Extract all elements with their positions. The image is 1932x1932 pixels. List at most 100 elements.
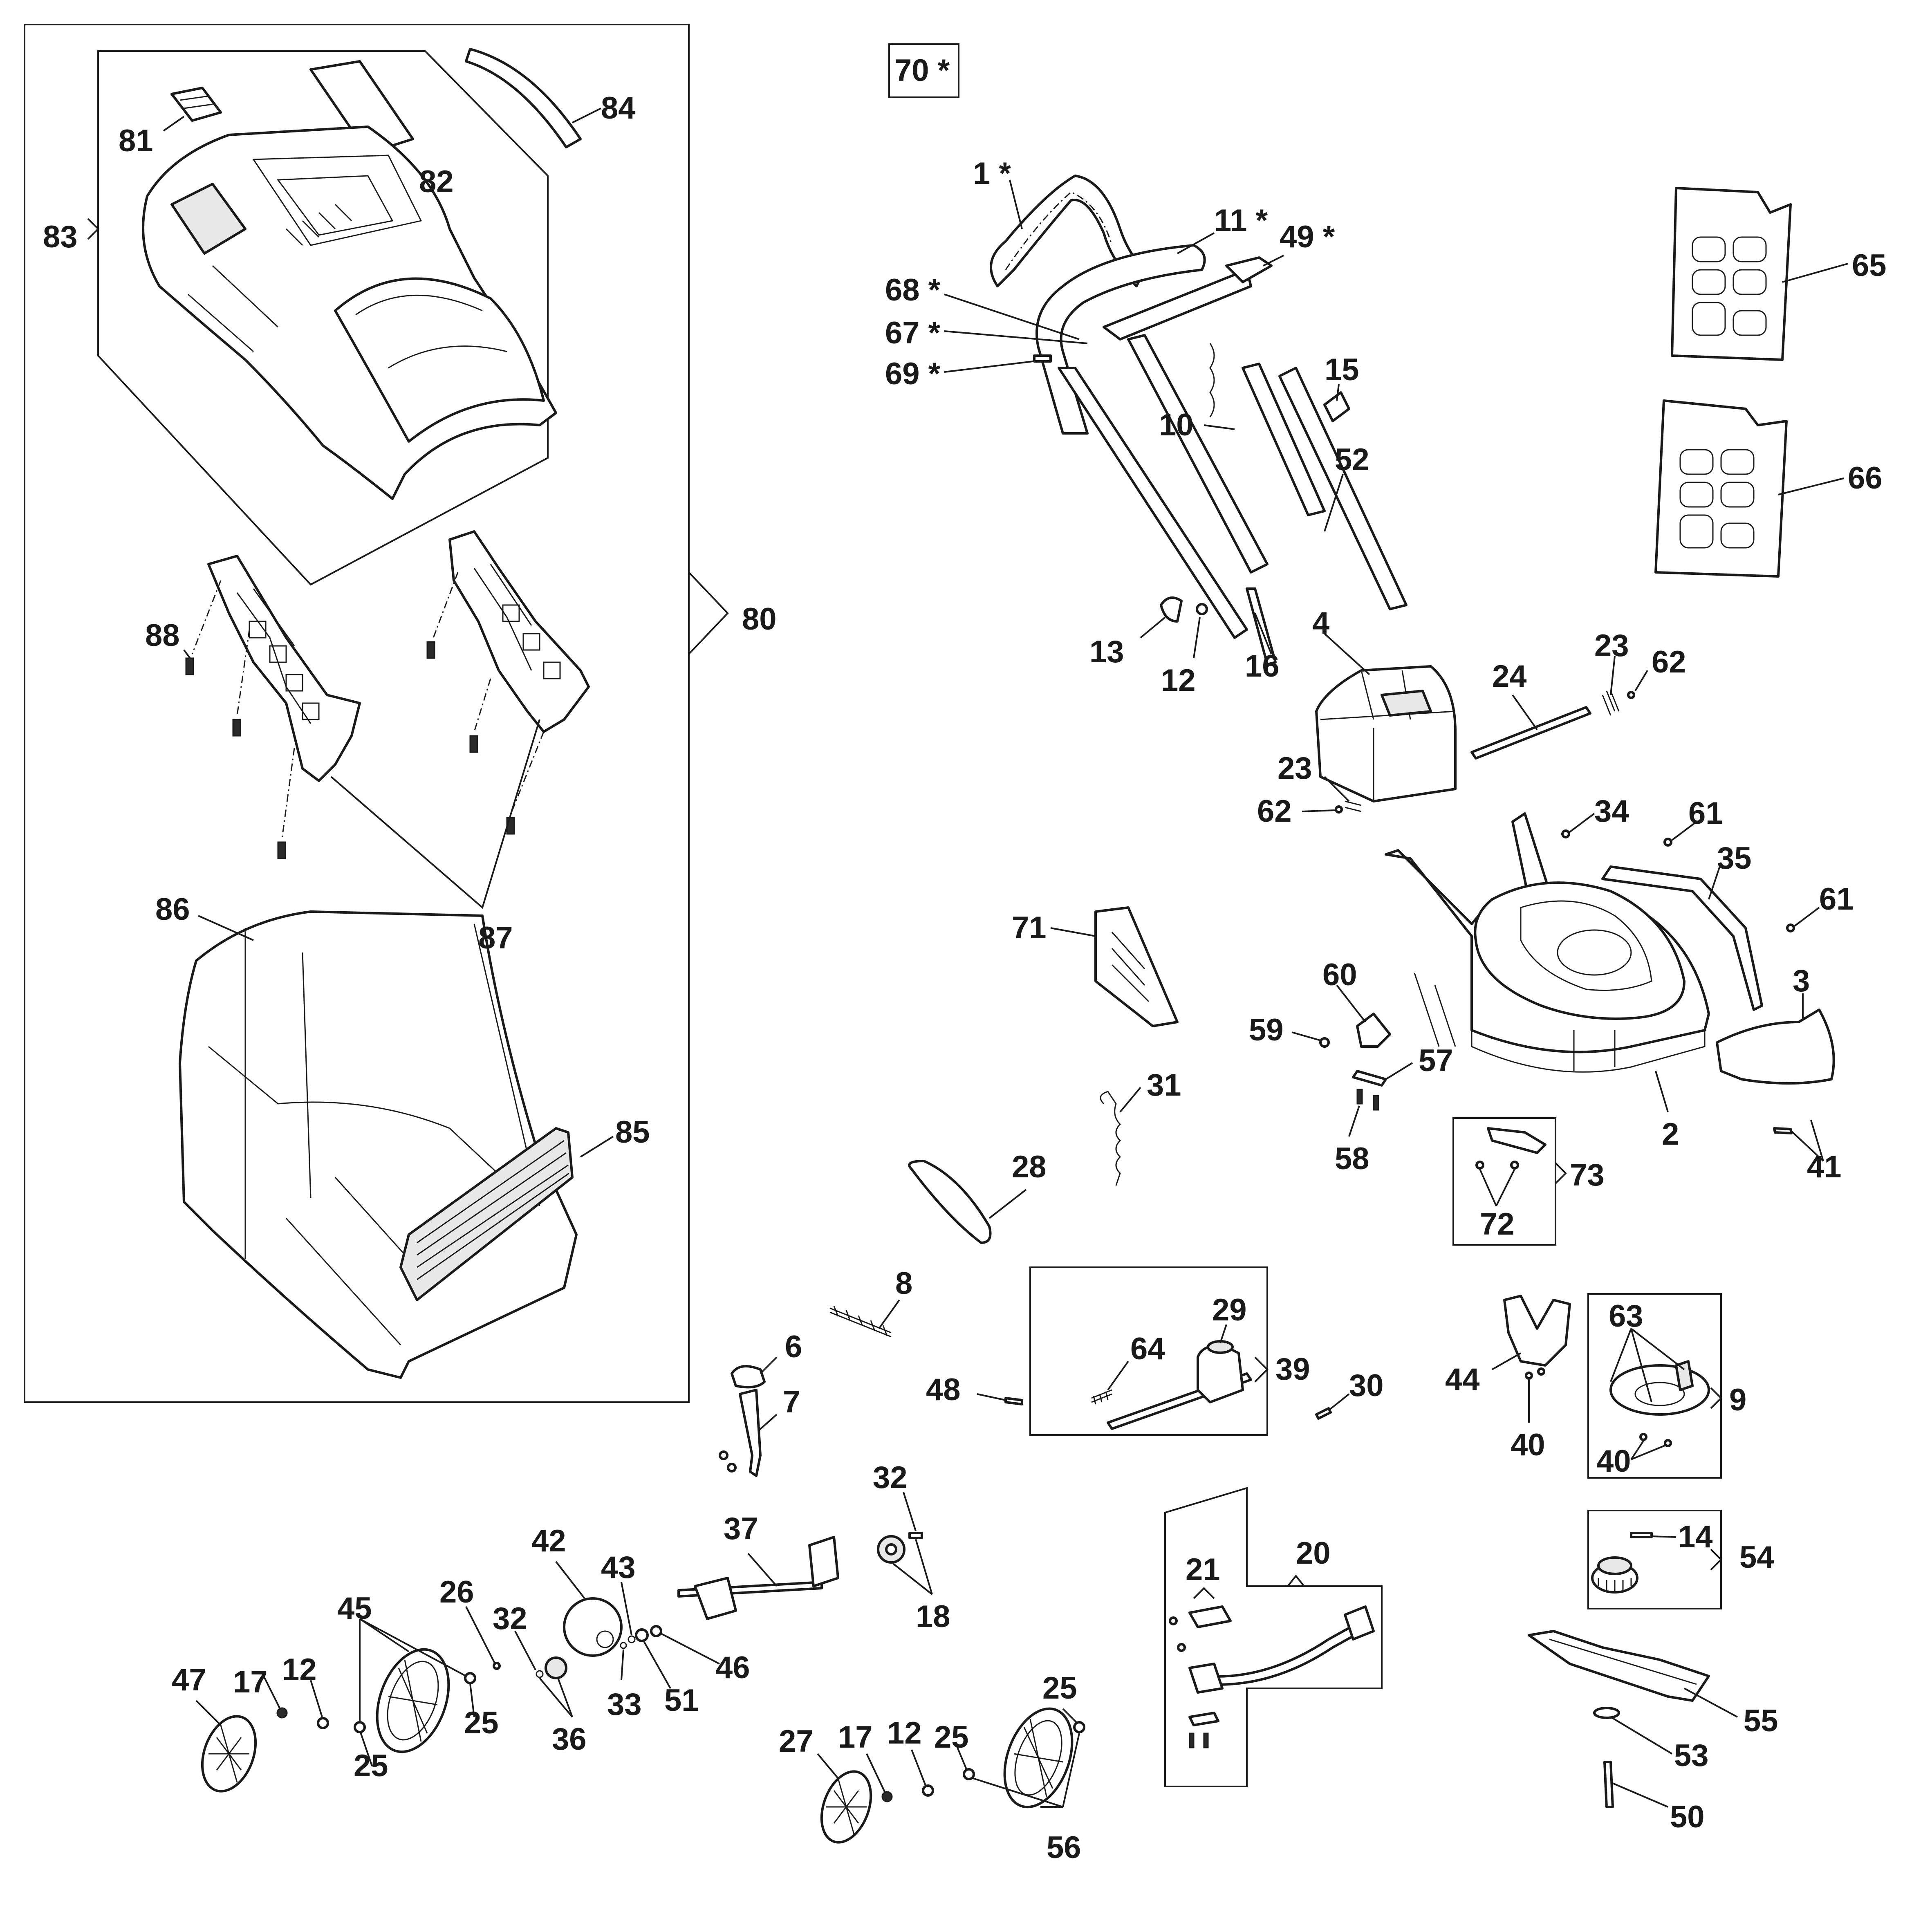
label-68: 68 *	[885, 273, 941, 307]
label-10: 10	[1159, 408, 1194, 442]
bearing-46	[650, 1625, 662, 1637]
leader-15	[1336, 384, 1340, 401]
washer-25-left-b	[464, 1672, 476, 1684]
leader-49	[1263, 255, 1284, 267]
leader-9	[1710, 1387, 1722, 1409]
leader-14	[1651, 1535, 1676, 1538]
drive-cover-42-hub	[596, 1630, 614, 1648]
nut-17-right	[881, 1791, 893, 1802]
leader-10	[1204, 424, 1235, 430]
label-12a: 12	[1161, 663, 1196, 698]
rod-24	[1470, 706, 1591, 760]
leader-27	[817, 1753, 839, 1779]
label-71: 71	[1012, 910, 1047, 945]
rear-cover-4	[1315, 665, 1457, 802]
leader-55	[1684, 1688, 1738, 1718]
axle-bracket-left	[694, 1577, 737, 1620]
label-70: 70 *	[894, 53, 950, 88]
label-48: 48	[926, 1372, 961, 1407]
nut-17-left	[276, 1707, 288, 1719]
leader-62-left	[1302, 809, 1335, 812]
washer-33	[620, 1642, 627, 1649]
label-24: 24	[1492, 659, 1527, 694]
upper-handle-bar	[1035, 244, 1206, 435]
knob-13	[1160, 596, 1183, 623]
leader-23-left	[1324, 776, 1350, 802]
drive-cover-42	[563, 1597, 623, 1657]
label-25d: 25	[934, 1720, 969, 1755]
deck-group	[908, 633, 1835, 1246]
side-chute-71	[1094, 906, 1179, 1027]
label-17a: 17	[233, 1665, 268, 1699]
label-60: 60	[1322, 957, 1357, 992]
leader-53	[1610, 1716, 1673, 1755]
leader-63	[1610, 1328, 1685, 1403]
mower-deck-2	[1385, 812, 1710, 1073]
rear-wheel-left	[376, 1648, 450, 1753]
spring-10	[1209, 343, 1215, 417]
washer-36	[536, 1670, 544, 1678]
leader-54	[1710, 1549, 1722, 1571]
leader-45	[359, 1618, 466, 1721]
plate-73	[1487, 1127, 1546, 1154]
leader-87	[330, 719, 540, 909]
leader-71	[1050, 927, 1096, 937]
label-81: 81	[119, 123, 153, 158]
screw-20b	[1203, 1733, 1209, 1748]
cable-tie-49	[1225, 256, 1273, 283]
catcher-bag-86	[179, 910, 578, 1379]
label-2: 2	[1662, 1117, 1679, 1152]
label-34: 34	[1594, 794, 1629, 829]
label-51: 51	[664, 1683, 699, 1718]
label-80: 80	[742, 602, 777, 637]
label-26: 26	[439, 1575, 474, 1609]
screw-58b	[1373, 1095, 1379, 1111]
leader-80	[688, 572, 729, 655]
blade-adapter-54-top	[1597, 1556, 1632, 1575]
gear-36	[545, 1656, 567, 1679]
leader-17-left	[261, 1672, 281, 1709]
nut-59	[1319, 1037, 1330, 1048]
leader-43	[621, 1582, 632, 1636]
label-42: 42	[531, 1524, 566, 1558]
label-12c: 12	[887, 1716, 922, 1750]
leader-65	[1782, 263, 1848, 283]
washer-25-right-b	[1073, 1721, 1085, 1733]
label-45: 45	[337, 1591, 372, 1626]
leader-13	[1140, 616, 1166, 639]
label-31: 31	[1147, 1068, 1181, 1103]
label-16: 16	[1245, 649, 1280, 684]
screw-21a	[1169, 1616, 1178, 1625]
washer-25-right-a	[963, 1768, 975, 1780]
label-62b: 62	[1257, 794, 1292, 829]
fan-63	[1609, 1364, 1710, 1416]
leader-12-top	[1193, 617, 1201, 659]
leader-29	[1219, 1324, 1227, 1343]
leader-34	[1569, 813, 1595, 833]
nut-7a	[719, 1450, 728, 1460]
label-15: 15	[1325, 352, 1359, 387]
leader-66	[1778, 477, 1844, 495]
leader-2	[1655, 1071, 1669, 1112]
label-84: 84	[601, 91, 636, 126]
washer-12	[1196, 603, 1208, 615]
drive-cable-end	[1344, 1605, 1375, 1641]
label-29: 29	[1212, 1293, 1247, 1327]
cable-clip-15	[1323, 391, 1350, 422]
label-49: 49 *	[1280, 220, 1335, 254]
label-36: 36	[552, 1722, 587, 1757]
leader-83	[87, 218, 99, 240]
label-28: 28	[1012, 1150, 1047, 1184]
bolt-50	[1603, 1761, 1614, 1808]
belt-28	[908, 1160, 992, 1244]
screw-58a	[1356, 1089, 1363, 1105]
leader-73	[1555, 1162, 1567, 1184]
knob-6	[731, 1365, 766, 1389]
label-61b: 61	[1819, 882, 1854, 917]
label-46: 46	[715, 1650, 750, 1685]
label-40a: 40	[1511, 1428, 1545, 1462]
lower-handle-tube	[1058, 367, 1248, 639]
leader-42	[555, 1561, 585, 1599]
label-67: 67 *	[885, 316, 941, 350]
catcher-handle-84	[465, 48, 582, 148]
